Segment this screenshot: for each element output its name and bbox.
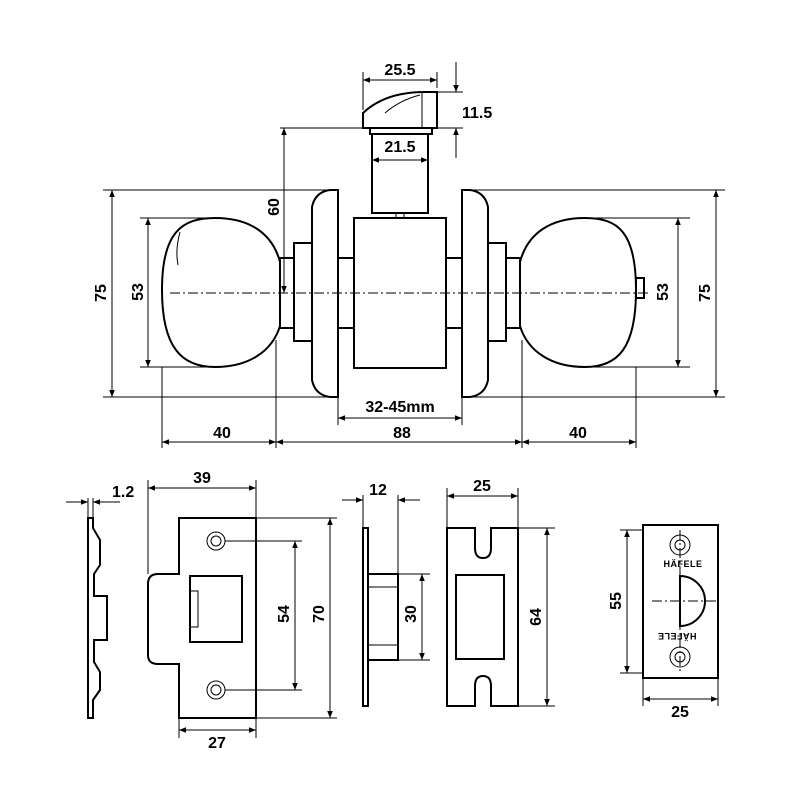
dim-overall-lengths: 40 88 40 [161, 340, 637, 448]
label-strike-thickness: 1.2 [112, 484, 134, 501]
dim-rose-diameter-left: 75 [93, 189, 330, 398]
label-spindle-height: 60 [266, 198, 283, 216]
rose-collar-left [293, 242, 313, 342]
brand-logo-bottom: HÄFELE [658, 631, 697, 641]
latch-plate: 25 64 [446, 478, 555, 707]
strike-plate: 39 27 54 70 [147, 470, 337, 752]
dim-latch-body-width: 21.5 [372, 139, 428, 163]
faceplate: HÄFELE HÄFELE 55 25 [608, 524, 719, 721]
label-knob-diameter-right: 53 [655, 283, 672, 301]
label-latch-plate-height: 64 [528, 608, 545, 626]
label-rose-diameter-left: 75 [93, 284, 110, 302]
label-strike-hole-spacing: 54 [276, 605, 293, 623]
strike-opening [189, 575, 243, 643]
label-strike-plate-width: 27 [208, 735, 226, 752]
label-knob-projection-right: 40 [569, 425, 587, 442]
label-knob-diameter-left: 53 [130, 283, 147, 301]
label-faceplate-height: 55 [608, 592, 625, 610]
label-strike-overall-width: 39 [193, 470, 211, 487]
latch-plate-opening [455, 574, 505, 660]
dim-latch-head-width: 25.5 [362, 62, 438, 110]
strike-side-view: 1.2 [66, 484, 134, 719]
label-faceplate-width: 25 [671, 704, 689, 721]
dim-door-thickness: 32-45mm [337, 397, 463, 425]
dim-spindle-height: 60 [266, 127, 370, 293]
label-latch-plate-width: 25 [473, 478, 491, 495]
label-latch-side-width: 12 [369, 482, 387, 499]
label-latch-body-width: 21.5 [384, 139, 415, 156]
label-rose-diameter-right: 75 [697, 284, 714, 302]
label-latch-side-height: 30 [403, 605, 420, 623]
latch-bolt-head [362, 91, 438, 129]
label-latch-head-width: 25.5 [384, 62, 415, 79]
label-knob-projection-left: 40 [213, 425, 231, 442]
latch-side-view: 12 30 [342, 482, 430, 707]
rose-collar-right [487, 242, 507, 342]
dim-knob-diameter-left: 53 [130, 217, 215, 368]
dim-latch-head-height: 11.5 [428, 62, 492, 158]
dim-rose-diameter-right: 75 [470, 189, 725, 398]
dim-knob-diameter-right: 53 [585, 217, 690, 368]
label-strike-overall-height: 70 [311, 605, 328, 623]
latch-bolt-body [371, 133, 429, 214]
label-latch-head-height: 11.5 [462, 105, 492, 122]
label-door-thickness: 32-45mm [365, 399, 434, 416]
brand-logo-top: HÄFELE [664, 559, 703, 569]
push-button [635, 277, 645, 299]
label-rose-to-rose: 88 [393, 425, 411, 442]
knob-assembly [160, 91, 650, 398]
